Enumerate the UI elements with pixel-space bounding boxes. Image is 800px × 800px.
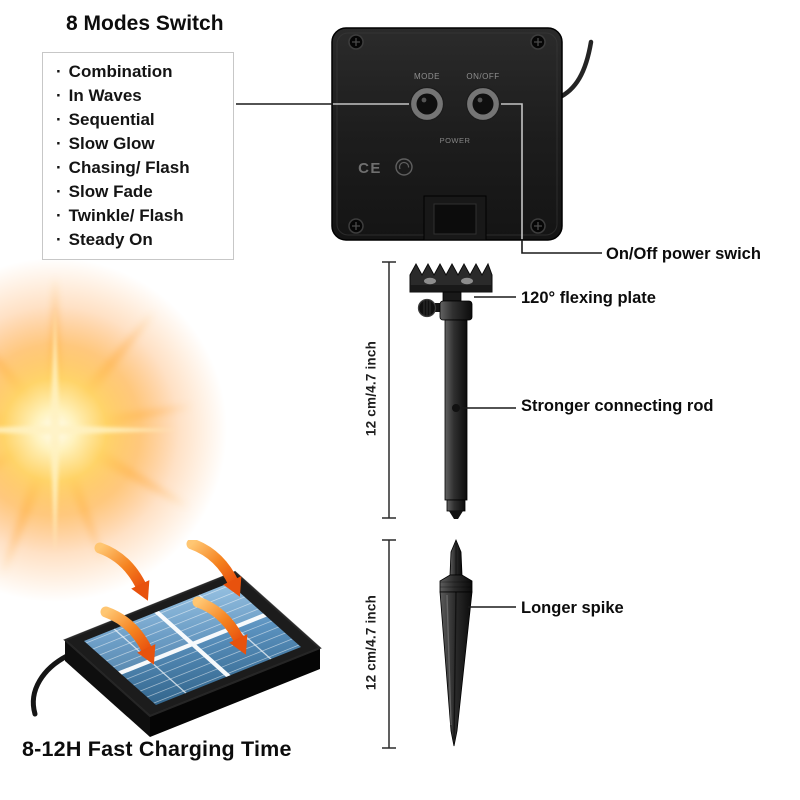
thumbscrew-knob <box>417 298 437 318</box>
screw-icon <box>348 218 364 234</box>
charging-time-label: 8-12H Fast Charging Time <box>22 737 292 761</box>
arrow-icon <box>100 606 156 665</box>
mode-item-label: Combination <box>68 62 173 81</box>
connector-port <box>423 195 487 241</box>
solar-panel-illustration <box>30 540 322 737</box>
power-switch-label: On/Off power swich <box>606 245 761 263</box>
panel-wire <box>30 653 70 717</box>
rod-dimension-label: 12 cm/4.7 inch <box>363 340 379 437</box>
ce-mark-label: CE <box>358 160 382 177</box>
mode-button <box>409 86 445 122</box>
ground-spike-illustration <box>439 538 473 747</box>
onoff-callout-line <box>501 103 523 239</box>
mode-item: Chasing/ Flash <box>56 156 225 180</box>
mode-item-label: Steady On <box>68 230 153 249</box>
device-wire <box>555 39 594 101</box>
mode-item-label: Twinkle/ Flash <box>68 206 184 225</box>
rod-callout-dot <box>452 404 460 412</box>
mounting-rod-illustration <box>409 262 493 519</box>
mode-item-label: In Waves <box>68 86 142 105</box>
mode-item-label: Slow Glow <box>68 134 155 153</box>
dimension-bracket-spike <box>382 539 396 749</box>
mode-item-label: Sequential <box>68 110 155 129</box>
arrow-icon <box>186 540 242 597</box>
mode-item: In Waves <box>56 84 225 108</box>
recycle-icon <box>395 158 413 176</box>
mode-item: Twinkle/ Flash <box>56 204 225 228</box>
solar-controller-back: MODE ON/OFF POWER CE <box>331 27 594 241</box>
modes-list: Combination In Waves Sequential Slow Glo… <box>42 52 234 260</box>
arrow-icon <box>192 596 248 655</box>
arrow-icon <box>94 542 150 601</box>
mode-item: Slow Fade <box>56 180 225 204</box>
modes-title: 8 Modes Switch <box>66 12 224 35</box>
spike-dimension-label: 12 cm/4.7 inch <box>363 594 379 691</box>
screw-icon <box>530 34 546 50</box>
flexing-plate <box>409 262 493 293</box>
charging-arrows <box>94 540 248 665</box>
mode-item: Slow Glow <box>56 132 225 156</box>
solar-cell-grid <box>84 583 301 705</box>
mode-item: Combination <box>56 60 225 84</box>
connecting-rod-label: Stronger connecting rod <box>521 397 714 415</box>
mode-item: Sequential <box>56 108 225 132</box>
spike-body <box>439 538 473 747</box>
screw-icon <box>348 34 364 50</box>
mode-item: Steady On <box>56 228 225 252</box>
onoff-button-label: ON/OFF <box>466 72 499 81</box>
dimension-bracket-rod <box>382 261 396 519</box>
mode-item-label: Chasing/ Flash <box>68 158 190 177</box>
screw-icon <box>530 218 546 234</box>
flexing-plate-label: 120° flexing plate <box>521 289 656 307</box>
sun-glow-illustration <box>0 258 227 602</box>
mode-item-label: Slow Fade <box>68 182 153 201</box>
longer-spike-label: Longer spike <box>521 599 624 617</box>
onoff-button <box>465 86 501 122</box>
power-label: POWER <box>440 136 471 145</box>
mode-button-label: MODE <box>414 72 440 81</box>
sun-sparkle <box>0 308 177 552</box>
